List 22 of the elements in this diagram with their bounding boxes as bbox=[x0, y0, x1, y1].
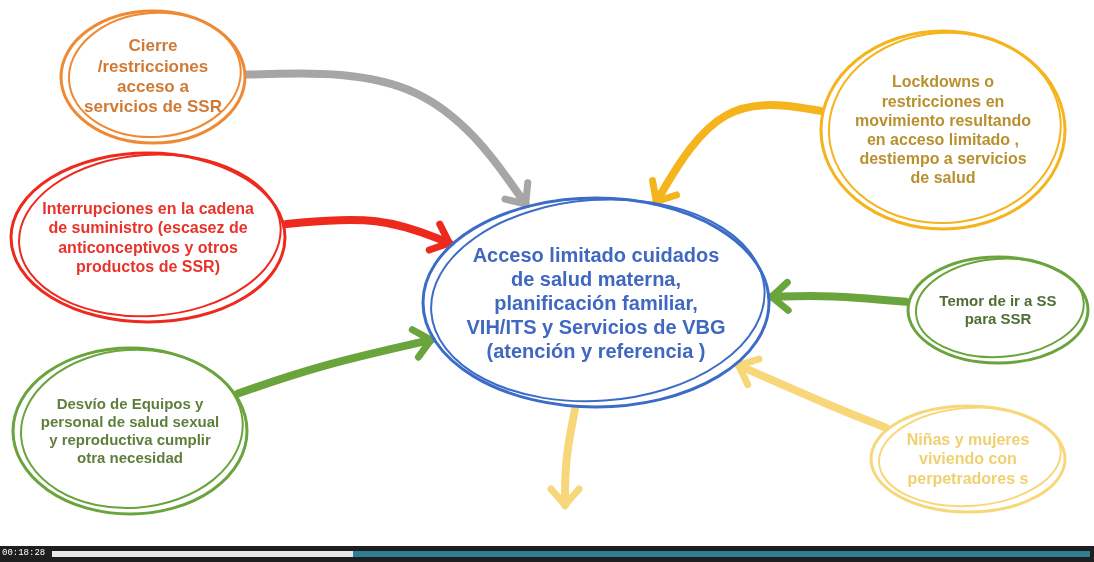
curved-arrow bbox=[243, 69, 532, 208]
hand-drawn-ellipse bbox=[420, 195, 772, 410]
node-text: Lockdowns o restricciones en movimiento resultando en acceso limitado , destiempo a servicios de salud bbox=[854, 72, 1032, 188]
hand-drawn-ellipse bbox=[868, 403, 1068, 515]
hand-drawn-ellipse bbox=[905, 254, 1091, 366]
curved-arrow bbox=[234, 326, 435, 398]
node-text: Niñas y mujeres viviendo con perpetradores s bbox=[905, 430, 1031, 488]
curved-arrow bbox=[734, 355, 890, 432]
node-text: Temor de ir a SS para SSR bbox=[938, 292, 1058, 328]
node-text: Interrupciones en la cadena de suministro (escasez de anticonceptivos y otros productos de SSR) bbox=[41, 199, 255, 276]
curved-arrow bbox=[767, 278, 910, 314]
node-text: Cierre /restricciones acceso a servicios de SSR bbox=[83, 36, 223, 118]
curved-arrow bbox=[547, 405, 583, 509]
node-text: Acceso limitado cuidados de salud materna, planificación familiar, VIH/ITS y Servicios de VBG (atención y referencia ) bbox=[465, 242, 727, 363]
video-timestamp: 00:18:28 bbox=[2, 548, 46, 558]
node-text: Desvío de Equipos y personal de salud sexual y reproductiva cumplir otra necesidad bbox=[39, 395, 221, 467]
hand-drawn-ellipse bbox=[818, 28, 1068, 232]
hand-drawn-ellipse bbox=[58, 8, 248, 146]
curved-arrow bbox=[282, 215, 454, 254]
curved-arrow bbox=[649, 101, 825, 206]
hand-drawn-ellipse bbox=[10, 345, 250, 517]
hand-drawn-ellipse bbox=[8, 150, 288, 325]
